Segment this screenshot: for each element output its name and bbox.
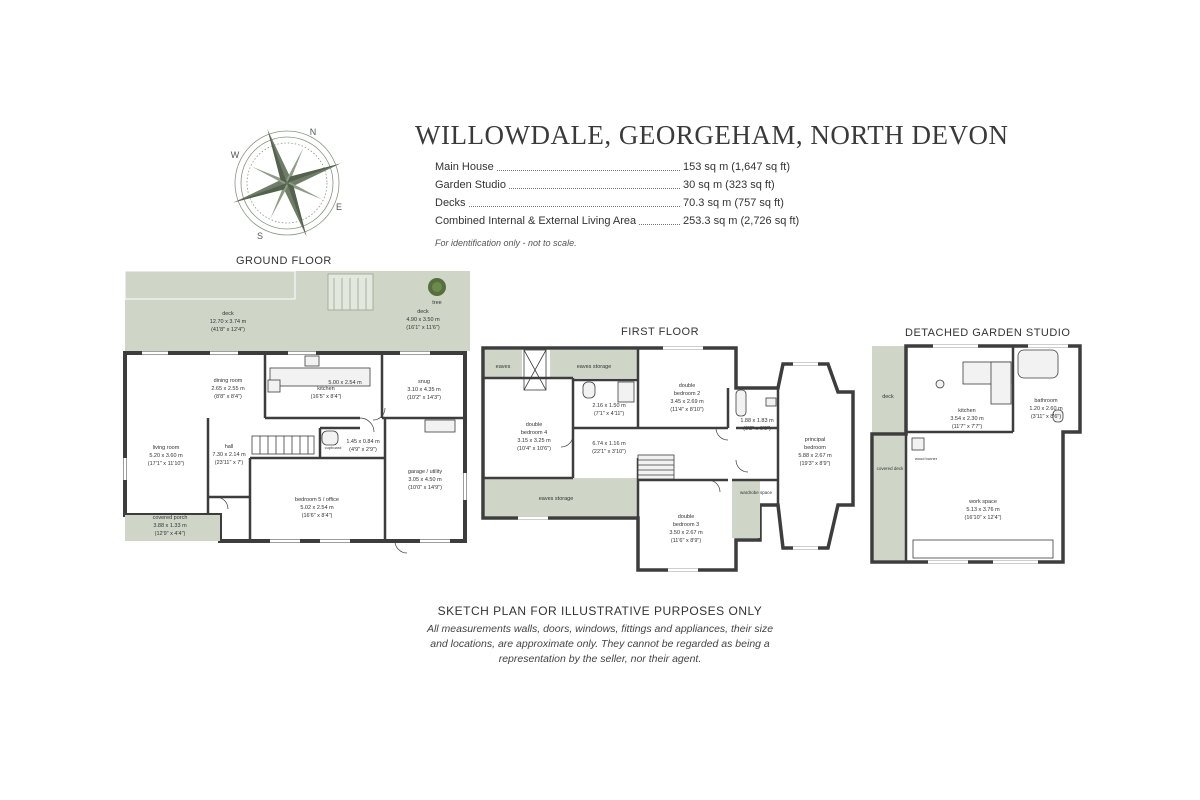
- room-imperial: (10'2" x 14'3"): [407, 395, 441, 401]
- room-name: bedroom 2: [674, 391, 700, 397]
- room-name: double: [679, 383, 696, 389]
- room-metric: 2.16 x 1.50 m: [592, 403, 626, 409]
- room-imperial: (10'0" x 14'9"): [408, 485, 442, 491]
- plan-title: WILLOWDALE, GEORGEHAM, NORTH DEVON: [415, 120, 1009, 150]
- room-imperial: (19'3" x 8'9"): [800, 461, 831, 467]
- room-name: bedroom 4: [521, 430, 547, 436]
- room-metric: 6.74 x 1.16 m: [592, 441, 626, 447]
- disclaimer-text: All measurements walls, doors, windows, …: [426, 623, 774, 665]
- room-imperial: (4'9" x 2'9"): [349, 447, 377, 453]
- room-name: bedroom 3: [673, 522, 699, 528]
- room-metric: 3.45 x 2.69 m: [670, 399, 704, 405]
- room-name: dining room: [214, 378, 243, 384]
- room-metric: 5.13 x 3.76 m: [966, 507, 1000, 513]
- eaves-storage-label: eaves storage: [539, 496, 574, 502]
- cupboard-label: cupboard: [325, 445, 342, 450]
- room-name: double: [526, 422, 543, 428]
- room-name: deck: [417, 309, 429, 315]
- room-name: living room: [153, 445, 180, 451]
- ground-floor-label: GROUND FLOOR: [236, 255, 332, 267]
- compass-letter: N: [310, 127, 317, 137]
- room-imperial: (16'1" x 11'6"): [406, 325, 440, 331]
- room-metric: 5.88 x 2.67 m: [798, 453, 832, 459]
- room-imperial: (8'8" x 8'4"): [214, 394, 242, 400]
- room-name: covered porch: [153, 515, 188, 521]
- compass-letter: E: [336, 202, 342, 212]
- disclaimer-heading: SKETCH PLAN FOR ILLUSTRATIVE PURPOSES ON…: [437, 604, 763, 618]
- room-metric: 7.30 x 2.14 m: [212, 452, 246, 458]
- room-metric: 1.20 x 2.60 m: [1029, 406, 1063, 412]
- room-name: deck: [222, 311, 234, 317]
- compass-rose-icon: N E S W: [231, 127, 342, 241]
- room-imperial: (41'8" x 12'4"): [211, 327, 245, 333]
- room-name: bathroom: [1034, 398, 1058, 404]
- room-name: work space: [968, 499, 997, 505]
- room-imperial: (12'9" x 4'4"): [155, 531, 186, 537]
- room-metric: 5.00 x 2.54 m: [328, 380, 362, 386]
- wardrobe-label: wardrobe space: [740, 490, 773, 495]
- tree-label: tree: [432, 300, 441, 306]
- compass-letter: W: [231, 150, 240, 160]
- scale-note: For identification only - not to scale.: [435, 238, 577, 248]
- room-imperial: (16'5" x 8'4"): [311, 394, 342, 400]
- room-metric: 3.05 x 4.50 m: [408, 477, 442, 483]
- deck-label: deck: [882, 394, 894, 400]
- compass-letter: S: [257, 231, 263, 241]
- room-imperial: (16'10" x 12'4"): [965, 515, 1002, 521]
- room-imperial: (10'4" x 10'6"): [517, 446, 551, 452]
- room-name: double: [678, 514, 695, 520]
- room-metric: 1.45 x 0.84 m: [346, 439, 380, 445]
- room-imperial: (6'2" x 6'0"): [743, 426, 771, 432]
- room-name: snug: [418, 379, 430, 385]
- room-imperial: (11'4" x 8'10"): [670, 407, 704, 413]
- first-floor-label: FIRST FLOOR: [621, 326, 700, 338]
- studio-label: DETACHED GARDEN STUDIO: [905, 327, 1071, 339]
- room-name: kitchen: [958, 408, 975, 414]
- covered-deck-label: covered deck: [877, 466, 905, 471]
- room-metric: 3.54 x 2.30 m: [950, 416, 984, 422]
- room-imperial: (16'6" x 8'4"): [302, 513, 333, 519]
- eaves-label: eaves: [496, 364, 511, 370]
- room-imperial: (11'6" x 8'9"): [671, 538, 702, 544]
- room-name: hall: [225, 444, 234, 450]
- deck-area: [125, 271, 470, 351]
- room-metric: 3.15 x 3.25 m: [517, 438, 551, 444]
- first-floor-plan: eaves eaves storage eaves storage double…: [481, 346, 855, 572]
- room-metric: 12.70 x 3.74 m: [210, 319, 247, 325]
- room-name: principal: [805, 437, 825, 443]
- room-metric: 4.90 x 3.50 m: [406, 317, 440, 323]
- room-imperial: (7'1" x 4'11"): [594, 411, 625, 417]
- ground-floor-plan: tree deck 12.70 x 3.74 m (41'8" x 12'4")…: [123, 270, 470, 554]
- room-name: kitchen: [317, 386, 334, 392]
- room-name: bedroom 5 / office: [295, 497, 339, 503]
- room-imperial: (17'1" x 11'10"): [148, 461, 185, 467]
- room-imperial: (22'1" x 3'10"): [592, 449, 626, 455]
- studio-plan: deck covered deck kitchen 3.54 x 2.30 m …: [870, 344, 1082, 564]
- room-metric: 2.65 x 2.55 m: [211, 386, 245, 392]
- room-imperial: (3'11" x 8'6"): [1031, 414, 1062, 420]
- room-imperial: (23'11" x 7'): [215, 460, 244, 466]
- room-metric: 3.50 x 2.67 m: [669, 530, 703, 536]
- room-imperial: (11'7" x 7'7"): [952, 424, 983, 430]
- stove-label: wood burner: [915, 456, 938, 461]
- room-metric: 3.88 x 1.33 m: [153, 523, 187, 529]
- room-metric: 3.10 x 4.35 m: [407, 387, 441, 393]
- room-name: garage / utility: [408, 469, 442, 475]
- room-metric: 1.88 x 1.83 m: [740, 418, 774, 424]
- room-metric: 5.20 x 3.60 m: [149, 453, 183, 459]
- room-name: bedroom: [804, 445, 826, 451]
- area-row: Combined Internal & External Living Area…: [435, 212, 815, 230]
- room-metric: 5.02 x 2.54 m: [300, 505, 334, 511]
- eaves-storage-label: eaves storage: [577, 364, 612, 370]
